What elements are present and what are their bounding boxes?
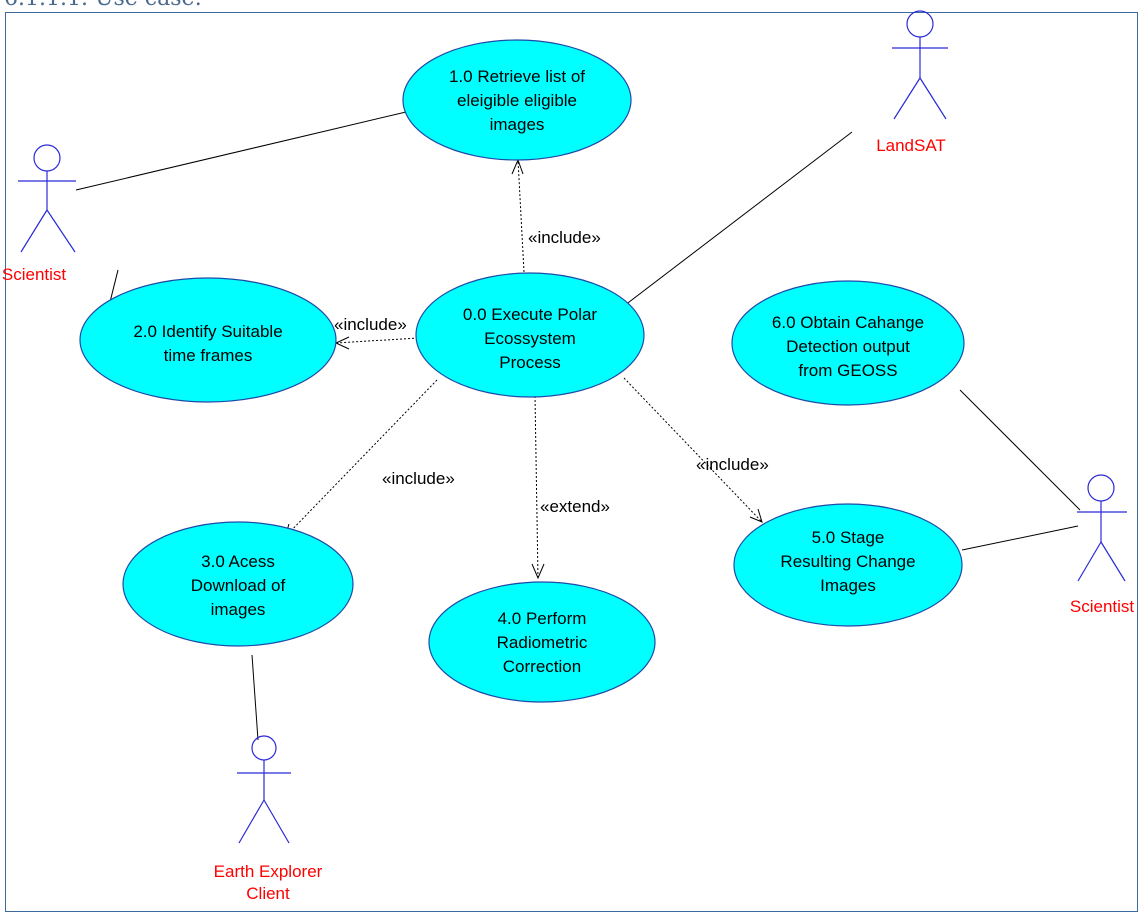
assoc-uc3-earth-explorer (251, 654, 259, 741)
extend-label-uc4: «extend» (540, 497, 610, 516)
include-label-uc2: «include» (334, 315, 407, 334)
use-case-0-execute-polar[interactable]: 0.0 Execute Polar Ecossystem Process (415, 272, 645, 398)
uc0-line2: Ecossystem (484, 329, 576, 348)
stick-figure-icon (1077, 474, 1127, 582)
uc6-line3: from GEOSS (798, 361, 897, 380)
uc2-line2: time frames (164, 346, 253, 365)
include-uc0-uc1: «include» (511, 158, 601, 273)
assoc-uc5-scientist-right (961, 525, 1079, 551)
include-uc0-uc3: «include» (284, 379, 455, 538)
stick-figure-icon (237, 735, 291, 844)
include-uc0-uc5: «include» (623, 377, 769, 523)
include-label-uc1: «include» (528, 228, 601, 247)
actor-label: Scientist (1070, 597, 1135, 616)
use-case-4-radiometric-correction[interactable]: 4.0 Perform Radiometric Correction (428, 581, 656, 703)
uc0-line1: 0.0 Execute Polar (463, 305, 598, 324)
stick-figure-icon (892, 10, 948, 120)
uc2-line1: 2.0 Identify Suitable (133, 322, 282, 341)
uc1-line2: eleigible eligible (457, 91, 577, 110)
actor-earth-explorer-client[interactable]: Earth Explorer Client (214, 735, 323, 903)
actor-label-line2: Client (246, 884, 290, 903)
assoc-landsat-uc0 (615, 131, 853, 313)
uc1-line3: images (490, 115, 545, 134)
actor-landsat[interactable]: LandSAT (876, 10, 948, 155)
uc5-line3: Images (820, 576, 876, 595)
use-case-1-retrieve-list[interactable]: 1.0 Retrieve list of eleigible eligible … (402, 39, 632, 161)
use-case-3-access-download[interactable]: 3.0 Acess Download of images (122, 521, 354, 647)
assoc-scientist-left-uc1 (75, 111, 407, 191)
uc4-line1: 4.0 Perform (498, 609, 587, 628)
use-case-5-stage-change-images[interactable]: 5.0 Stage Resulting Change Images (733, 503, 963, 627)
actor-label: LandSAT (876, 136, 946, 155)
uc6-line1: 6.0 Obtain Cahange (772, 313, 924, 332)
actor-label-line1: Earth Explorer (214, 862, 323, 881)
stick-figure-icon (18, 144, 76, 253)
assoc-scientist-left-uc2 (109, 269, 119, 303)
actor-scientist-left[interactable]: Scientist (2, 144, 76, 284)
include-label-uc5: «include» (696, 455, 769, 474)
uc1-line1: 1.0 Retrieve list of (449, 67, 585, 86)
actor-label: Scientist (2, 265, 67, 284)
actor-scientist-right[interactable]: Scientist (1070, 474, 1135, 616)
section-heading: 6.1.1.1. Use case: (4, 0, 202, 11)
uc3-line3: images (211, 600, 266, 619)
include-uc0-uc2: «include» (334, 315, 419, 350)
include-label-uc3: «include» (382, 469, 455, 488)
uc3-line1: 3.0 Acess (201, 552, 275, 571)
extend-uc0-uc4: «extend» (531, 395, 610, 580)
uc3-line2: Download of (191, 576, 286, 595)
use-case-2-identify-time-frames[interactable]: 2.0 Identify Suitable time frames (79, 277, 337, 403)
uc5-line1: 5.0 Stage (812, 528, 885, 547)
use-case-6-obtain-change-detection[interactable]: 6.0 Obtain Cahange Detection output from… (731, 280, 965, 406)
uc4-line2: Radiometric (497, 633, 588, 652)
uc4-line3: Correction (503, 657, 581, 676)
uc5-line2: Resulting Change (780, 552, 915, 571)
uc6-line2: Detection output (786, 337, 910, 356)
assoc-uc6-scientist-right (959, 389, 1081, 511)
uc0-line3: Process (499, 353, 560, 372)
